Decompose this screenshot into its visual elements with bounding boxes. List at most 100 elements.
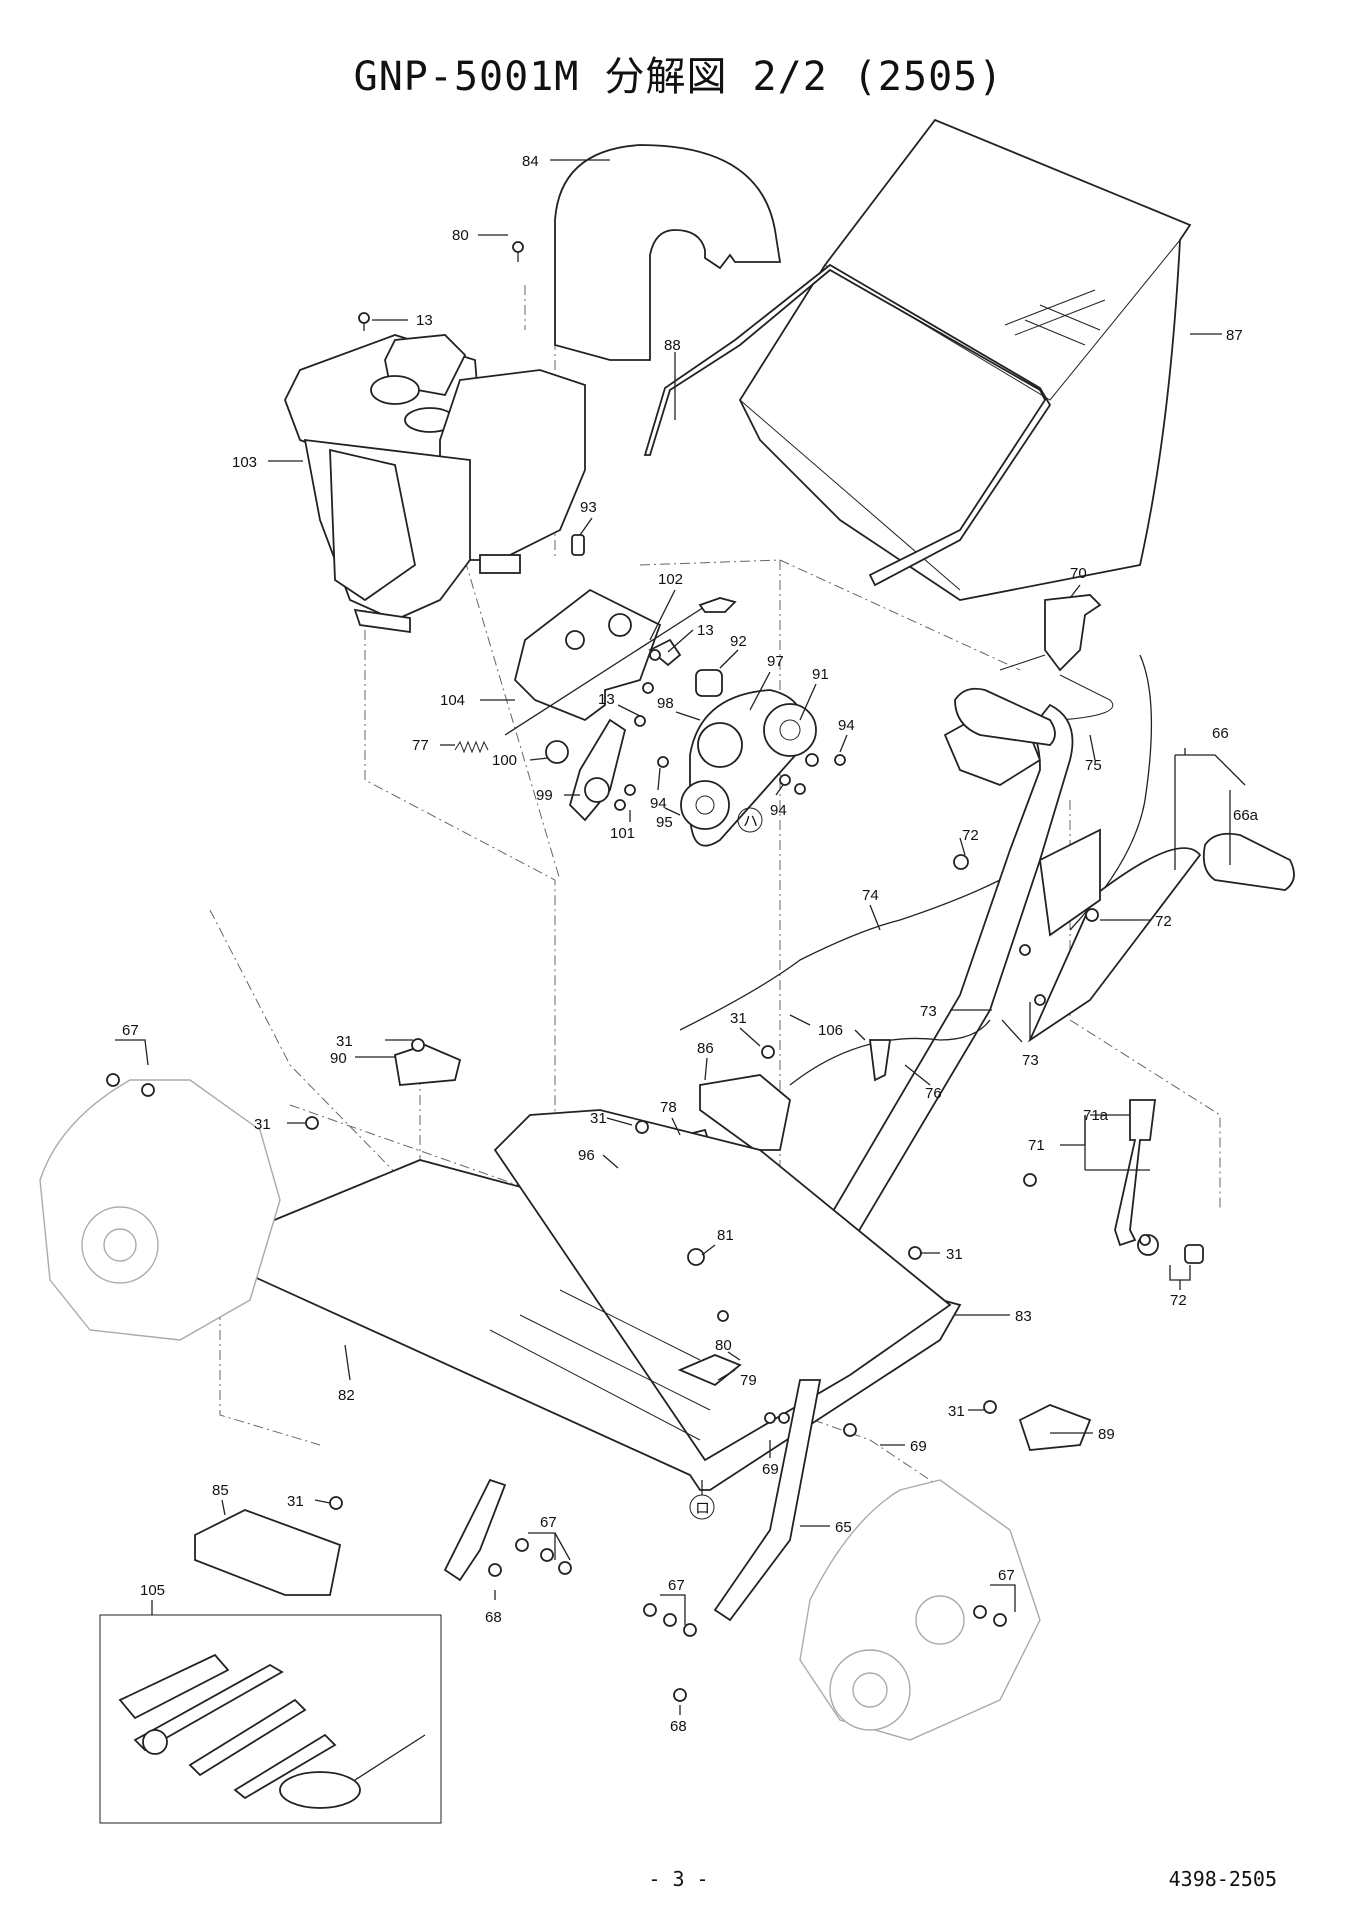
gearbox-left: [39, 1079, 281, 1341]
callout-81: 81: [717, 1227, 734, 1244]
callout-76: 76: [925, 1085, 942, 1102]
callout-85: 85: [212, 1482, 229, 1499]
tail-leg-left: [443, 1478, 507, 1582]
callout-74: 74: [862, 887, 879, 904]
callout-13: 13: [416, 312, 433, 329]
bracket-90: [393, 1044, 462, 1086]
callout-100: 100: [492, 752, 517, 769]
callout-69: 69: [762, 1461, 779, 1478]
callout-71: 71: [1028, 1137, 1045, 1154]
bracket-89: [1018, 1404, 1092, 1451]
tool-kit-box: [99, 1614, 442, 1824]
grip-left: [954, 687, 1056, 746]
plate-79: [677, 1354, 742, 1387]
callout-80: 80: [715, 1337, 732, 1354]
callout-70: 70: [1070, 565, 1087, 582]
callout-79: 79: [740, 1372, 757, 1389]
callout-68: 68: [670, 1718, 687, 1735]
pulley-lower: [680, 780, 730, 830]
callout-31: 31: [287, 1493, 304, 1510]
callout-67: 67: [998, 1567, 1015, 1584]
callout-94: 94: [838, 717, 855, 734]
callout-69: 69: [910, 1438, 927, 1455]
callout-94: 94: [770, 802, 787, 819]
callout-31: 31: [590, 1110, 607, 1127]
callout-31: 31: [336, 1033, 353, 1050]
document-code: 4398-2505: [1168, 1867, 1277, 1891]
callout-65: 65: [835, 1519, 852, 1536]
callout-87: 87: [1226, 327, 1243, 344]
engine: [284, 334, 586, 634]
callout-88: 88: [664, 337, 681, 354]
spring-coil: [545, 740, 569, 764]
callout-78: 78: [660, 1099, 677, 1116]
spring: [454, 740, 489, 754]
callout-105: 105: [140, 1582, 165, 1599]
callout-72: 72: [1170, 1292, 1187, 1309]
tool-kit-items: [118, 1653, 426, 1809]
fasteners: [106, 241, 1151, 1702]
callout-31: 31: [946, 1246, 963, 1263]
callout-67: 67: [540, 1514, 557, 1531]
throttle-lever: [1044, 594, 1102, 672]
pulley-upper: [763, 703, 817, 757]
callout-90: 90: [330, 1050, 347, 1067]
callout-89: 89: [1098, 1426, 1115, 1443]
callout-95: 95: [656, 814, 673, 831]
callout-97: 97: [767, 653, 784, 670]
collar: [695, 669, 723, 697]
callout-92: 92: [730, 633, 747, 650]
callout-72: 72: [1155, 913, 1172, 930]
cable-clip: [868, 1039, 892, 1082]
tool-box-plate: [194, 1509, 342, 1596]
bag-frame: [643, 263, 1052, 587]
grass-bag: [738, 118, 1192, 601]
callout-101: 101: [610, 825, 635, 842]
marker-ro-circle: [689, 1494, 715, 1520]
callout-82: 82: [338, 1387, 355, 1404]
key-pin: [571, 534, 585, 556]
callout-66: 66: [1212, 725, 1229, 742]
callout-68: 68: [485, 1609, 502, 1626]
callout-102: 102: [658, 571, 683, 588]
callout-71a: 71a: [1083, 1107, 1109, 1124]
callout-13: 13: [697, 622, 714, 639]
callout-73: 73: [1022, 1052, 1039, 1069]
leader-lines: [115, 159, 1246, 1715]
callout-99: 99: [536, 787, 553, 804]
callout-96: 96: [578, 1147, 595, 1164]
callout-31: 31: [948, 1403, 965, 1420]
callout-75: 75: [1085, 757, 1102, 774]
callout-83: 83: [1015, 1308, 1032, 1325]
callout-103: 103: [232, 454, 257, 471]
callout-86: 86: [697, 1040, 714, 1057]
callout-ro: ロ: [695, 1500, 710, 1517]
callout-104: 104: [440, 692, 465, 709]
callout-93: 93: [580, 499, 597, 516]
callout-31: 31: [730, 1010, 747, 1027]
callout-67: 67: [668, 1577, 685, 1594]
grip-right: [1202, 832, 1295, 891]
upper-cover: [493, 1109, 952, 1462]
shift-lever: [1114, 1099, 1157, 1247]
callout-84: 84: [522, 153, 539, 170]
page-number: - 3 -: [648, 1867, 709, 1891]
idler-arm: [568, 718, 627, 822]
callout-106: 106: [818, 1022, 843, 1039]
marker-ha-circle: [737, 807, 763, 833]
callout-67: 67: [122, 1022, 139, 1039]
callout-labels: 84 80 13 87 88 103 93 102 13 92 97 91 70…: [122, 153, 1259, 1735]
callout-66a: 66a: [1233, 807, 1259, 824]
tension-bracket: [514, 588, 662, 722]
page-title: GNP-5001M 分解図 2/2 (2505): [353, 54, 1004, 100]
callout-80: 80: [452, 227, 469, 244]
bracket-86: [699, 1074, 791, 1151]
callout-94: 94: [650, 795, 667, 812]
idler-pulley: [697, 722, 743, 768]
callout-77: 77: [412, 737, 429, 754]
callout-98: 98: [657, 695, 674, 712]
callout-31: 31: [254, 1116, 271, 1133]
callout-73: 73: [920, 1003, 937, 1020]
callout-ha: ハ: [743, 813, 758, 830]
